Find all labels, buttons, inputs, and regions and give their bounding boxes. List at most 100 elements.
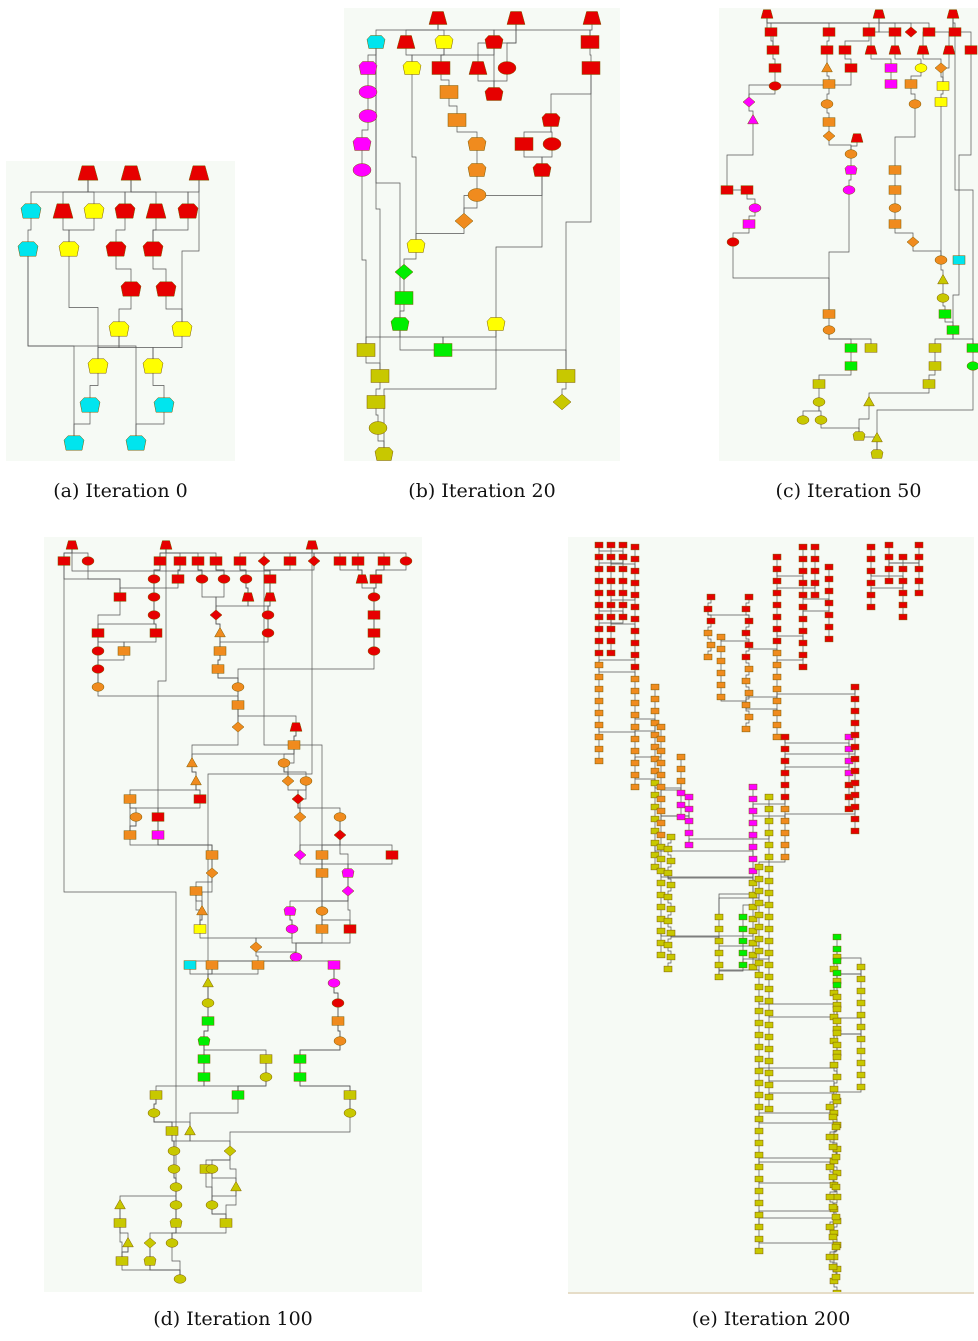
graph-node	[780, 841, 790, 849]
graph-node	[948, 27, 962, 37]
graph-node	[703, 605, 713, 613]
graph-edge	[836, 949, 862, 967]
graph-node	[832, 933, 842, 941]
graph-node	[594, 745, 604, 753]
graph-node	[937, 273, 949, 285]
graph-node	[832, 1041, 842, 1049]
graph-node	[195, 574, 209, 584]
graph-node	[822, 325, 836, 335]
graph-node	[934, 97, 948, 107]
graph-node	[922, 27, 936, 37]
graph-node	[618, 601, 628, 609]
graph-edge	[598, 725, 636, 739]
graph-node	[780, 817, 790, 825]
graph-node	[594, 553, 604, 561]
graph-node	[938, 309, 952, 319]
graph-node	[716, 681, 726, 689]
graph-node	[714, 925, 724, 933]
graph-edge	[152, 249, 167, 289]
graph-node	[764, 1033, 774, 1041]
graph-node	[754, 875, 764, 883]
graph-node	[205, 960, 219, 970]
graph-node	[650, 731, 660, 739]
graph-node	[832, 1029, 842, 1037]
graph-node	[594, 673, 604, 681]
graph-node	[108, 321, 130, 337]
graph-edge	[157, 835, 213, 855]
graph-node	[825, 1163, 835, 1171]
graph-node	[798, 603, 808, 611]
graph-edge	[910, 84, 916, 104]
graph-node	[810, 567, 820, 575]
graph-node	[650, 695, 660, 703]
graph-node	[748, 891, 758, 899]
graph-node	[922, 379, 936, 389]
graph-edge	[339, 835, 393, 855]
graph-edge	[718, 939, 760, 953]
graph-node	[333, 556, 347, 566]
graph-node	[744, 713, 754, 721]
graph-node	[263, 574, 277, 584]
graph-edge	[776, 583, 816, 593]
graph-edge	[201, 873, 213, 911]
graph-edge	[89, 366, 99, 405]
graph-node	[828, 1113, 838, 1121]
graph-edge	[758, 1119, 837, 1127]
graph-node	[741, 677, 751, 685]
graph-node	[934, 255, 948, 265]
graph-node	[606, 625, 616, 633]
graph-node	[764, 961, 774, 969]
graph-edge	[958, 50, 972, 260]
graph-node	[884, 565, 894, 573]
graph-node	[754, 923, 764, 931]
graph-edge	[337, 1021, 341, 1041]
graph-node	[748, 951, 758, 959]
graph-node	[650, 683, 660, 691]
graph-node	[952, 255, 966, 265]
graph-node	[486, 317, 506, 331]
graph-node	[630, 555, 640, 563]
graph-node	[184, 1124, 196, 1136]
graph-edge	[181, 173, 200, 329]
graph-node	[594, 709, 604, 717]
graph-node	[239, 574, 253, 584]
graph-node	[143, 1256, 157, 1266]
graph-node	[289, 722, 303, 732]
graph-node	[831, 1153, 841, 1161]
graph-node	[261, 610, 275, 620]
graph-node	[844, 165, 858, 175]
graph-node	[754, 995, 764, 1003]
graph-node	[754, 1199, 764, 1207]
graph-node	[257, 555, 271, 567]
graph-edge	[954, 32, 974, 348]
graph-node	[283, 556, 297, 566]
graph-node	[630, 591, 640, 599]
graph-node	[928, 343, 942, 353]
graph-node	[850, 803, 860, 811]
graph-node	[741, 605, 751, 613]
graph-edge	[63, 561, 177, 1223]
graph-edge	[654, 843, 754, 859]
graph-node	[754, 1031, 764, 1039]
graph-edge	[191, 727, 239, 763]
graph-edge	[68, 249, 99, 366]
graph-edge	[758, 1149, 838, 1167]
graph-node	[772, 661, 782, 669]
graph-node	[754, 1115, 764, 1123]
graph-node	[772, 613, 782, 621]
graph-node	[594, 661, 604, 669]
graph-edge	[758, 1059, 838, 1077]
graph-edge	[610, 617, 636, 631]
graph-node	[798, 615, 808, 623]
graph-node	[754, 1079, 764, 1087]
graph-node	[798, 591, 808, 599]
graph-node	[606, 577, 616, 585]
graph-drawing-iteration-100	[57, 540, 413, 1284]
graph-node	[630, 723, 640, 731]
graph-node	[850, 827, 860, 835]
graph-edge	[758, 1179, 837, 1187]
graph-node	[714, 937, 724, 945]
graph-node	[744, 593, 754, 601]
graph-node	[748, 855, 758, 863]
graph-node	[884, 541, 894, 549]
